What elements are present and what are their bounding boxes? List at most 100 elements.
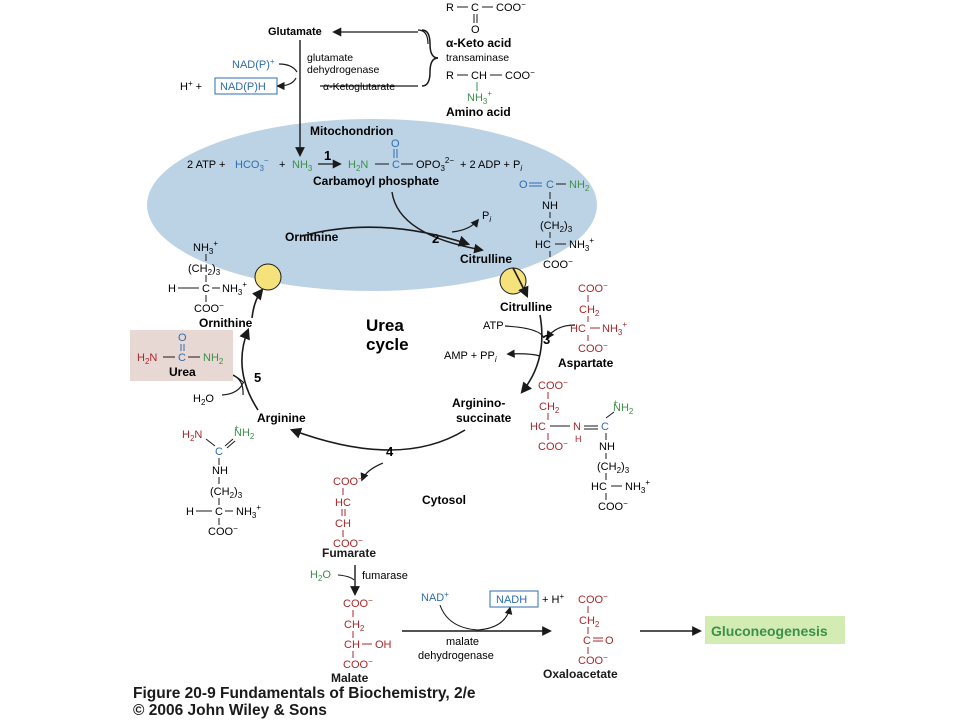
svg-text:COO−: COO− <box>578 653 608 667</box>
glutamate-label: Glutamate <box>268 26 322 38</box>
amino-acid-coo: COO− <box>505 68 535 82</box>
svg-text:COO−: COO− <box>578 592 608 606</box>
svg-text:C: C <box>215 446 223 458</box>
carbamoyl-h2n: H2N <box>348 159 368 173</box>
gluconeogenesis-box <box>705 616 845 644</box>
fumarase-step: H2O fumarase <box>310 565 408 596</box>
urea-product-box <box>130 330 233 381</box>
amp-ppi-label: AMP + PPi <box>444 350 497 364</box>
malate-dehydrogenase-step: NAD+ NADH + H+ malate dehydrogenase <box>402 590 564 662</box>
svg-text:NH: NH <box>599 441 615 453</box>
svg-text:COO−: COO− <box>543 257 573 271</box>
malate-label: Malate <box>331 671 369 685</box>
urea-cycle-title-2: cycle <box>366 335 409 354</box>
hco3-label: HCO3− <box>235 156 269 173</box>
svg-text:HC: HC <box>570 323 586 335</box>
svg-text:COO−: COO− <box>194 301 224 315</box>
amino-acid-label: Amino acid <box>446 105 511 119</box>
figure-caption-line1: Figure 20-9 Fundamentals of Biochemistry… <box>133 685 476 702</box>
svg-text:C: C <box>215 506 223 518</box>
svg-text:COO−: COO− <box>343 657 373 671</box>
plus-sign: + <box>279 159 285 171</box>
carbamoyl-phosphate-label: Carbamoyl phosphate <box>313 174 439 188</box>
citrulline-structure: O C NH2 NH (CH2)3 HC NH3+ COO− <box>519 179 594 271</box>
argininosuccinate-label-1: Arginino- <box>452 396 505 410</box>
svg-text:H2N: H2N <box>137 352 157 366</box>
h-plus-malate: + H+ <box>542 592 564 606</box>
svg-text:HC: HC <box>591 481 607 493</box>
argininosuccinate-structure: COO− CH2 HC N H C +NH2 COO− NH (CH2)3 HC… <box>530 378 650 513</box>
svg-text:HC: HC <box>530 421 546 433</box>
keto-acid-label: α-Keto acid <box>446 36 511 50</box>
svg-text:COO−: COO− <box>578 341 608 355</box>
h2o-step5-label: H2O <box>193 393 214 407</box>
svg-text:CH2: CH2 <box>344 619 365 633</box>
svg-text:N: N <box>573 421 581 433</box>
malate-structure: COO− CH2 CH OH COO− Malate <box>331 596 392 685</box>
nadp-plus-label: NAD(P)+ <box>232 57 275 71</box>
svg-text:C: C <box>178 352 186 364</box>
svg-text:HC: HC <box>535 239 551 251</box>
svg-text:COO−: COO− <box>343 596 373 610</box>
gluconeogenesis-label: Gluconeogenesis <box>711 623 828 639</box>
svg-text:C: C <box>202 283 210 295</box>
nadh-box <box>489 590 539 608</box>
ornithine-mito-label: Ornithine <box>285 230 339 244</box>
malate-dh-line1: malate <box>446 636 479 648</box>
svg-text:C: C <box>583 635 591 647</box>
svg-text:COO−: COO− <box>208 524 238 538</box>
oxaloacetate-structure: COO− CH2 C O COO− Oxaloacetate <box>543 592 618 681</box>
svg-text:H: H <box>168 283 176 295</box>
step-1-label: 1 <box>324 148 331 163</box>
step-2-label: 2 <box>432 231 439 246</box>
svg-text:(CH2)3: (CH2)3 <box>540 220 573 234</box>
svg-text:COO−: COO− <box>538 378 568 392</box>
fumarate-label: Fumarate <box>322 546 376 560</box>
arginine-label: Arginine <box>257 411 306 425</box>
malate-dh-line2: dehydrogenase <box>418 650 494 662</box>
ornithine-cytosol-label: Ornithine <box>199 316 253 330</box>
nh3-label: NH3 <box>292 159 313 173</box>
citrulline-cytosol-label: Citrulline <box>500 300 552 314</box>
svg-text:C: C <box>601 421 609 433</box>
svg-text:NH2: NH2 <box>569 179 590 193</box>
h2o-fumarase: H2O <box>310 569 331 583</box>
svg-text:COO−: COO− <box>538 439 568 453</box>
mitochondrion-label: Mitochondrion <box>310 124 393 138</box>
svg-text:C: C <box>546 179 554 191</box>
citrulline-transporter <box>499 267 527 295</box>
keto-acid-coo: COO− <box>496 0 526 14</box>
amino-acid-ch: CH <box>471 70 487 82</box>
mitochondrion-group: Mitochondrion 1 2 ATP + HCO3− + NH3 H2N … <box>187 124 522 266</box>
atp-label: ATP <box>483 320 504 332</box>
svg-text:NH3+: NH3+ <box>193 239 218 256</box>
arginine-structure: H2N +NH2 C NH (CH2)3 H C NH3+ COO− <box>182 423 261 538</box>
svg-text:COO−: COO− <box>333 474 363 488</box>
ornithine-transporter <box>254 263 282 291</box>
svg-text:O: O <box>178 332 187 344</box>
svg-text:CH2: CH2 <box>579 304 600 318</box>
svg-text:(CH2)3: (CH2)3 <box>210 486 243 500</box>
svg-text:H2N: H2N <box>182 429 202 443</box>
fumarate-structure: COO− HC CH COO− Fumarate <box>322 474 376 560</box>
oxaloacetate-label: Oxaloacetate <box>543 667 618 681</box>
keto-acid-r: R <box>446 2 454 14</box>
svg-text:(CH2)3: (CH2)3 <box>597 461 630 475</box>
svg-text:H: H <box>186 506 194 518</box>
atp-left-label: 2 ATP + <box>187 159 225 171</box>
urea-label: Urea <box>169 365 196 379</box>
carbamoyl-opo3: OPO32− <box>416 156 454 173</box>
transaminase-label: transaminase <box>446 52 509 64</box>
svg-text:CH: CH <box>344 639 360 651</box>
fumarase-label: fumarase <box>362 570 408 582</box>
svg-text:COO−: COO− <box>598 499 628 513</box>
adp-right-label: + 2 ADP + Pi <box>460 159 522 173</box>
step-4-label: 4 <box>386 444 394 459</box>
step-3-label: 3 <box>543 332 550 347</box>
aspartate-structure: COO− CH2 HC NH3+ COO− <box>570 281 627 355</box>
carbamoyl-c: C <box>392 159 400 171</box>
svg-text:NH2: NH2 <box>203 352 224 366</box>
figure-caption-line2: © 2006 John Wiley & Sons <box>133 702 327 719</box>
svg-text:NH3+: NH3+ <box>625 478 650 495</box>
